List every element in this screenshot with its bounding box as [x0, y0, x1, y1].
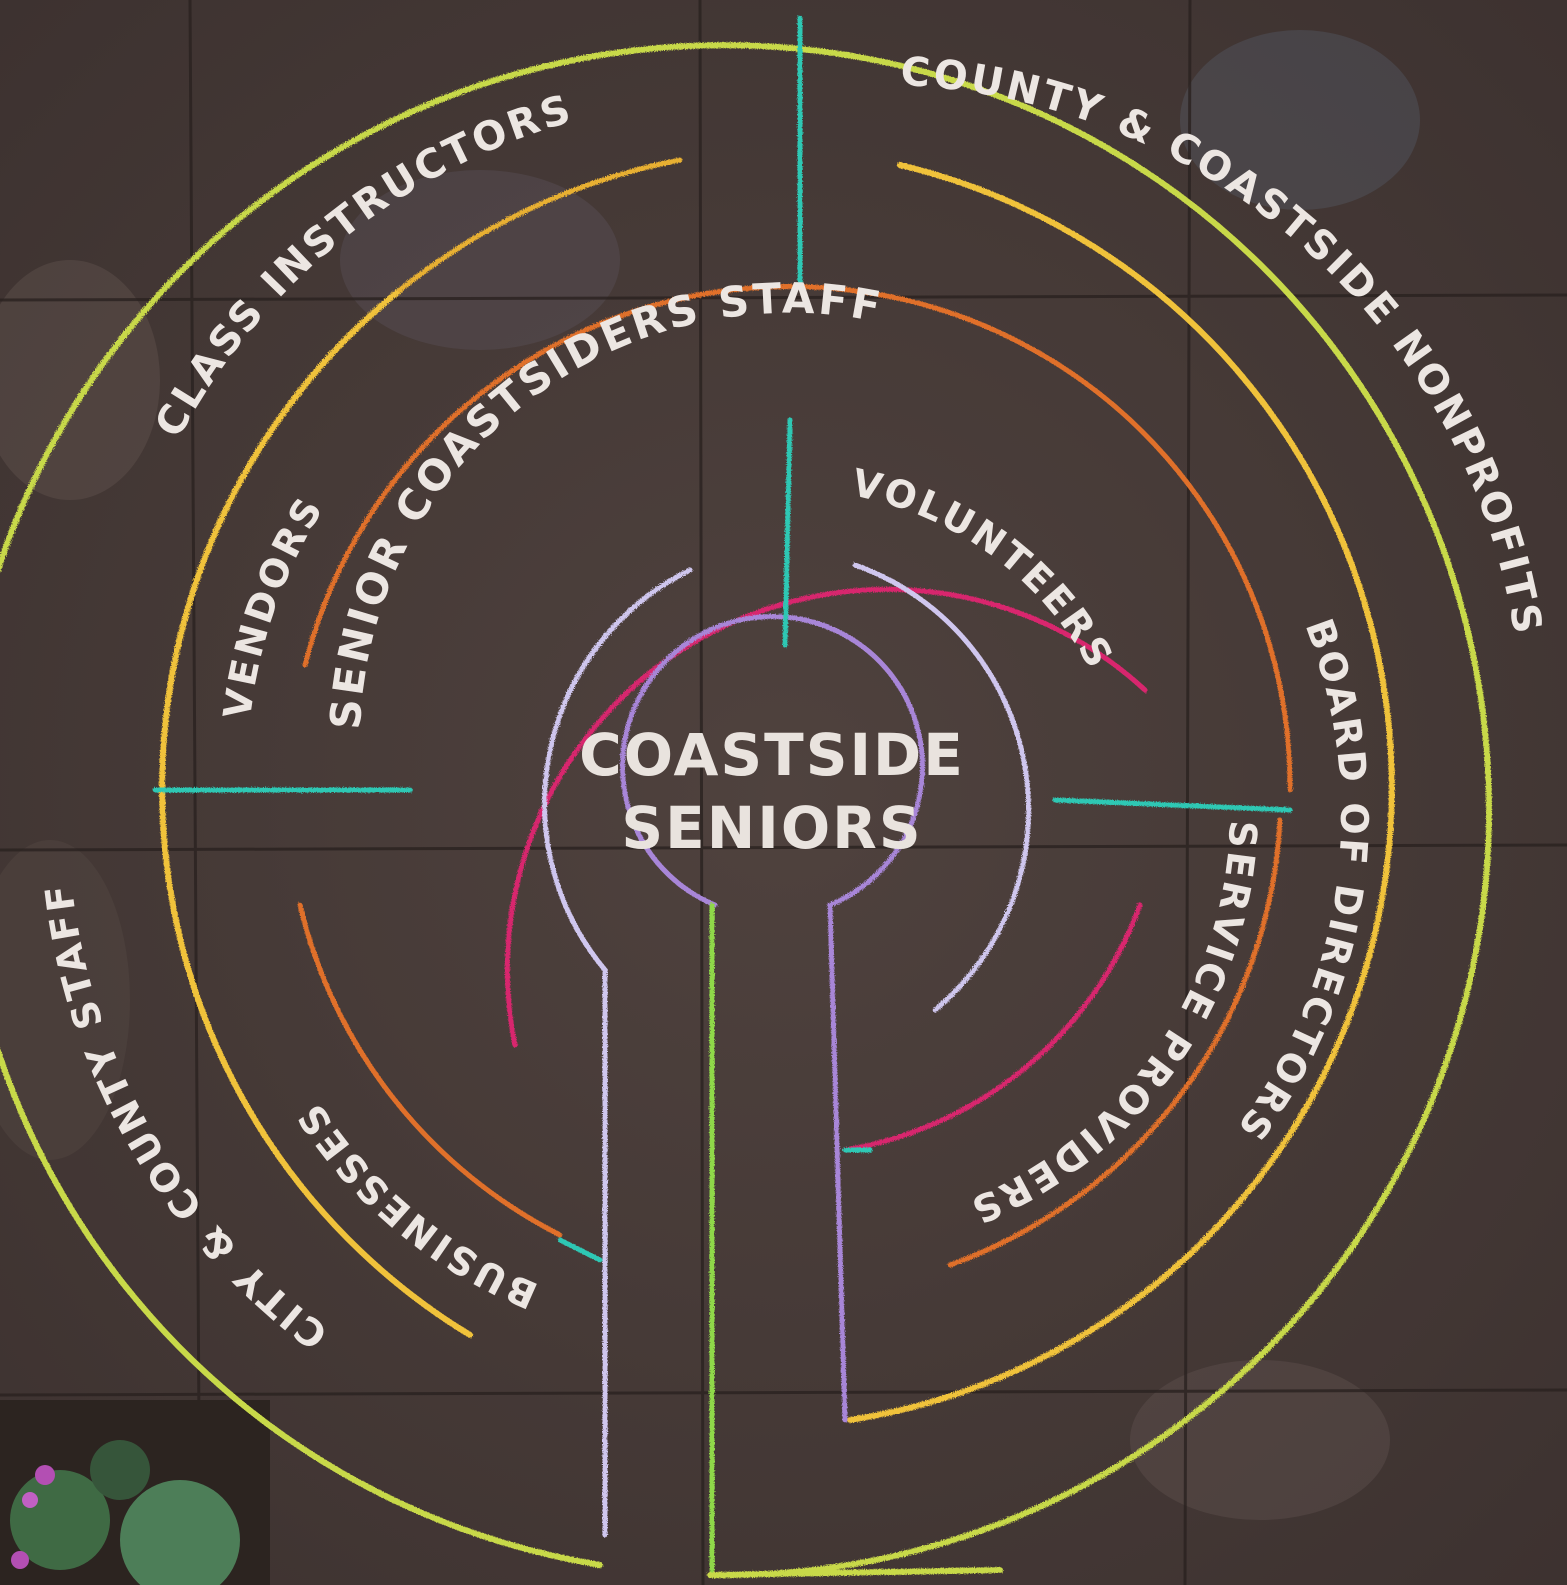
- garden-plants: [0, 1400, 270, 1585]
- center-title-line2: SENIORS: [621, 794, 922, 862]
- center-title-line1: COASTSIDE: [579, 721, 965, 789]
